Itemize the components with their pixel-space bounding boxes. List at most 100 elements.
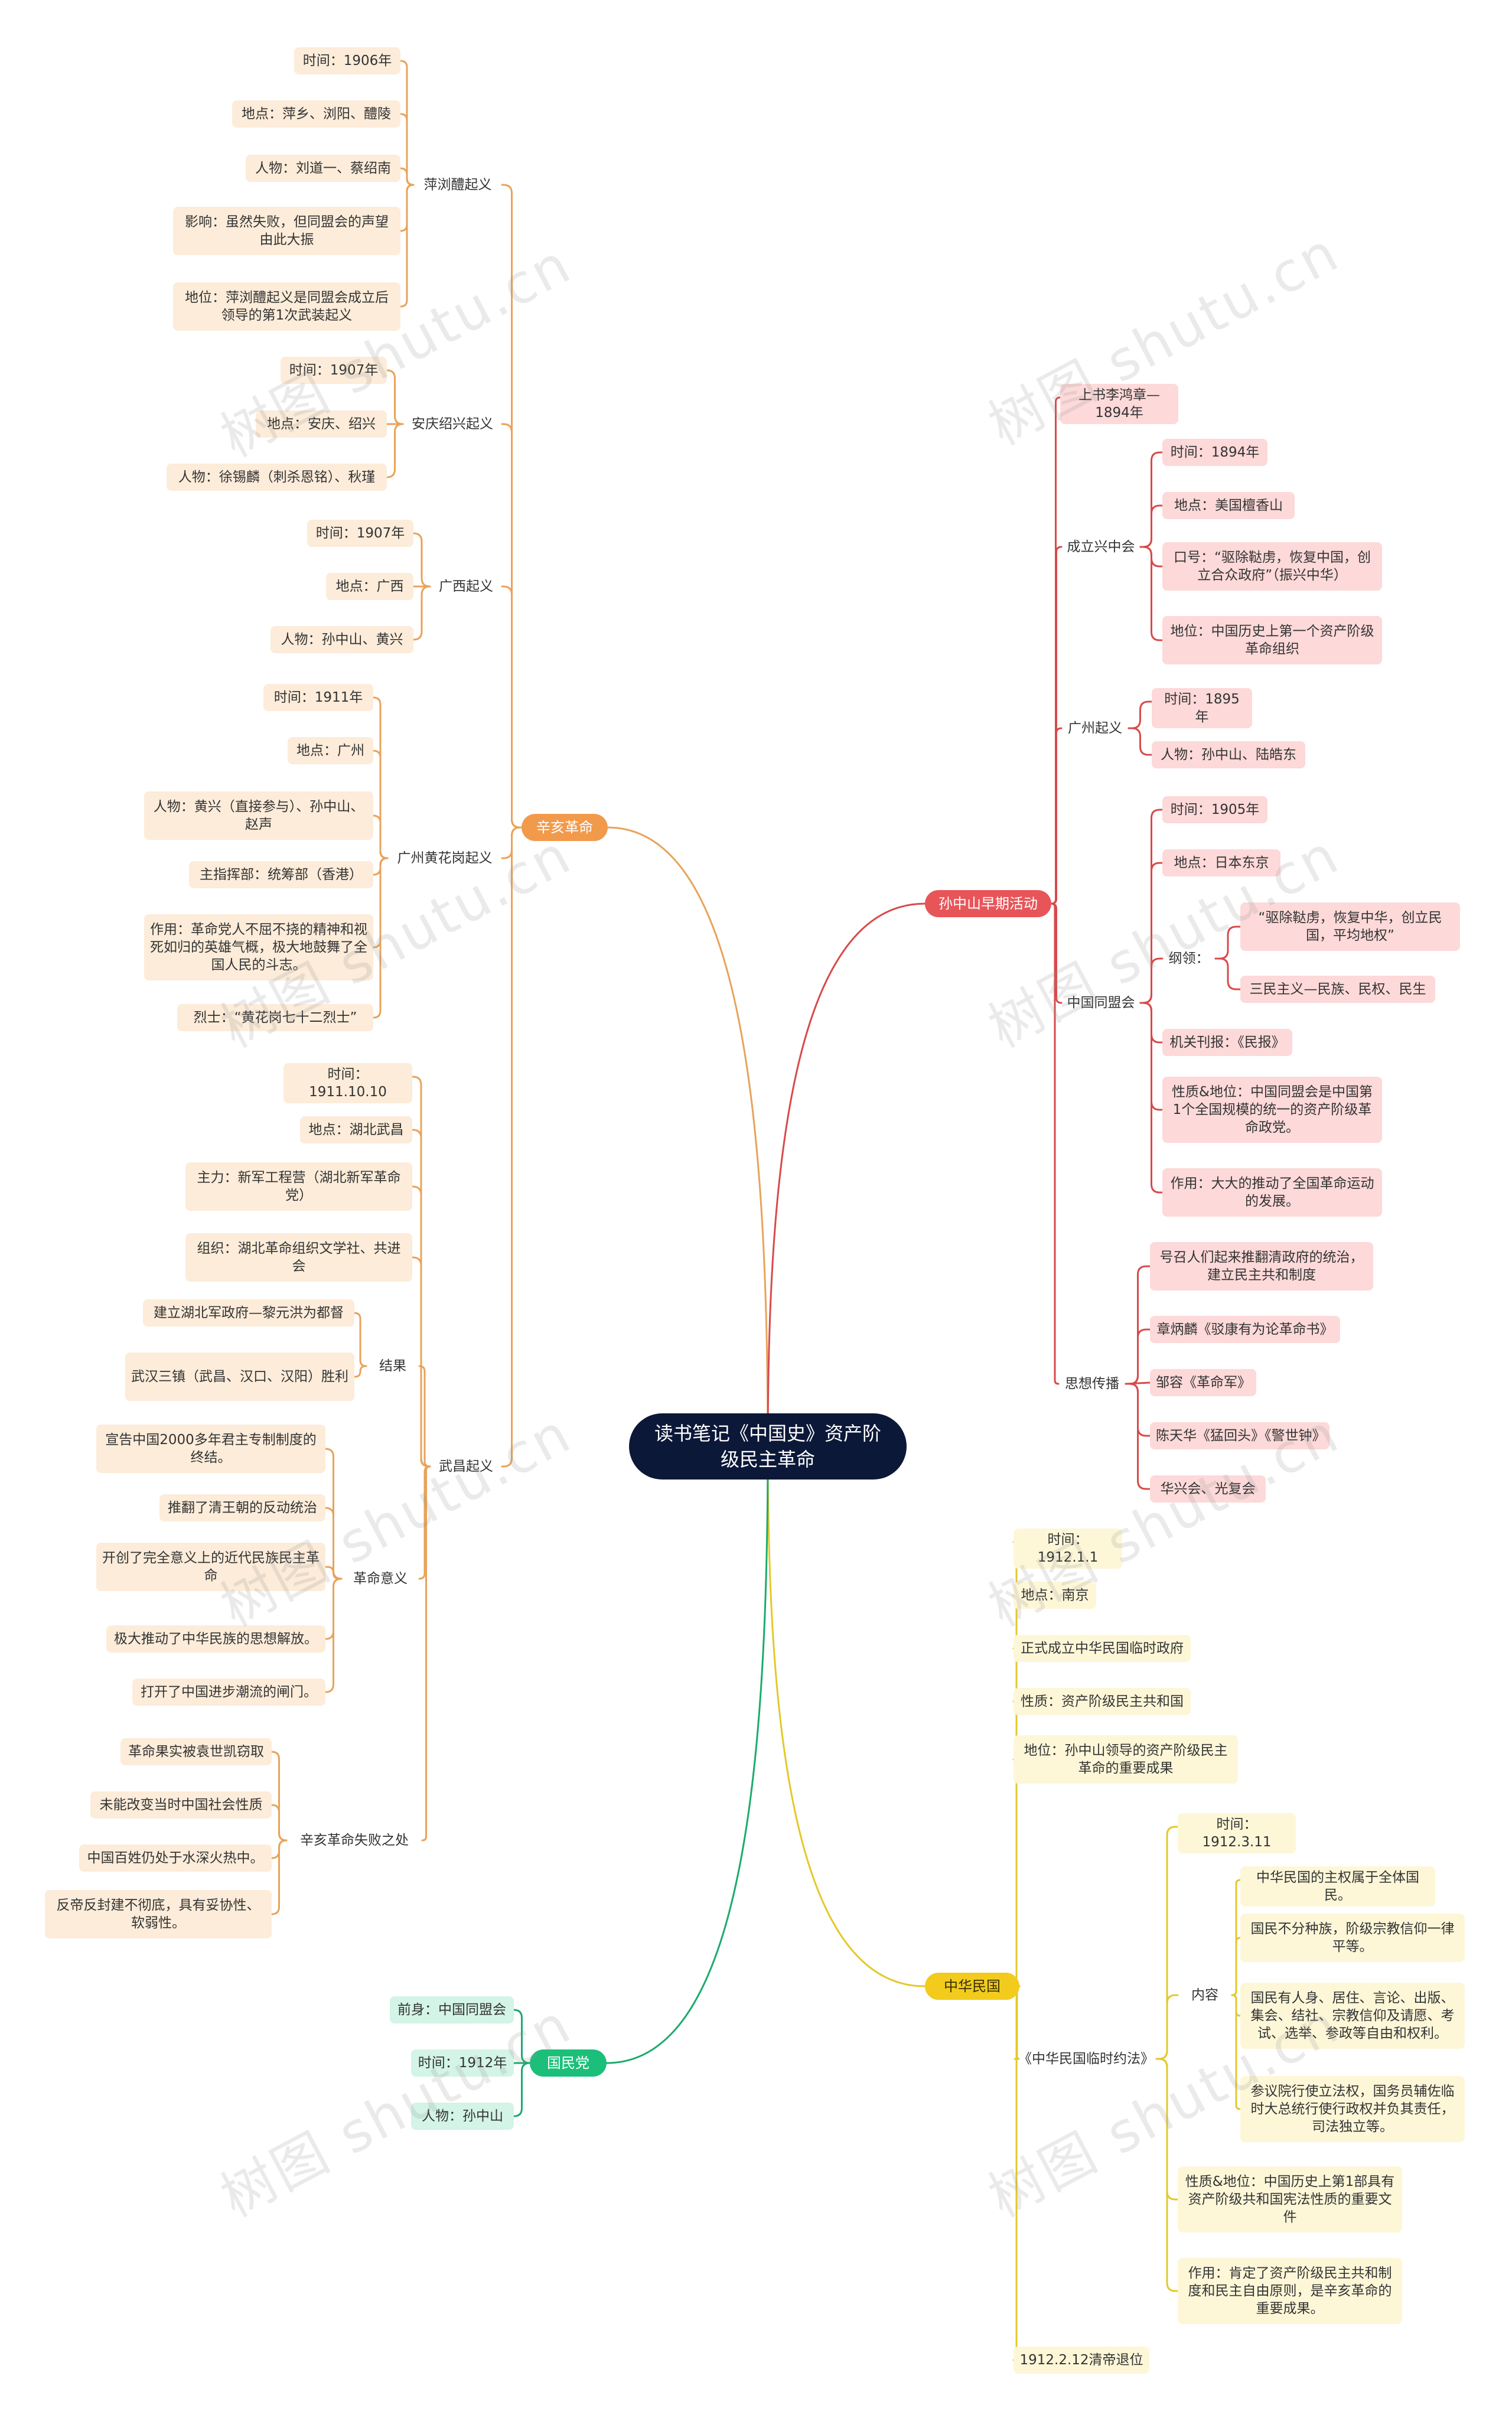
node-b0-4-5-2[interactable]: 开创了完全意义上的近代民族民主革命 (96, 1543, 325, 1591)
node-b1-2-0[interactable]: 时间：1895年 (1152, 688, 1252, 728)
connector-line (411, 1129, 431, 1468)
node-b0-4-1[interactable]: 地点：湖北武昌 (300, 1116, 412, 1143)
node-b1-3-3[interactable]: 机关刊报：《民报》 (1162, 1029, 1292, 1056)
connector-line (1139, 1002, 1164, 1111)
node-b0-2[interactable]: 广西起义 (439, 579, 493, 594)
connector-line (1231, 1879, 1241, 1996)
node-b0-1[interactable]: 安庆绍兴起义 (412, 416, 493, 432)
node-b2-3[interactable]: 性质：资产阶级民主共和国 (1014, 1688, 1191, 1715)
node-b0-4-6-3[interactable]: 反帝反封建不彻底，具有妥协性、软弱性。 (45, 1890, 272, 1938)
node-b0-0-1[interactable]: 地点：萍乡、浏阳、醴陵 (232, 100, 400, 128)
branch-2[interactable]: 中华民国 (925, 1973, 1019, 2000)
node-b1-3[interactable]: 中国同盟会 (1067, 995, 1135, 1011)
node-b1-3-2[interactable]: 纲领： (1168, 951, 1210, 966)
connector-line (1125, 1383, 1151, 1437)
node-b1-2-1[interactable]: 人物：孙中山、陆皓东 (1152, 741, 1305, 768)
connector-line (271, 1839, 288, 1915)
node-b0-1-0[interactable]: 时间：1907年 (281, 357, 387, 384)
node-b1-4[interactable]: 思想传播 (1065, 1376, 1119, 1392)
root-topic[interactable]: 读书笔记《中国史》资产阶级民主革命 (629, 1413, 907, 1480)
node-b0-4-5-3[interactable]: 极大推动了中华民族的思想解放。 (106, 1625, 325, 1653)
connector-line (1125, 1381, 1151, 1385)
node-b1-1-0[interactable]: 时间：1894年 (1162, 439, 1267, 466)
node-b0-4-0[interactable]: 时间：1911.10.10 (284, 1063, 412, 1103)
node-b0-2-0[interactable]: 时间：1907年 (307, 520, 413, 547)
node-b0-3-1[interactable]: 地点：广州 (288, 737, 373, 764)
node-b1-3-2-1[interactable]: 三民主义—民族、民权、民生 (1240, 976, 1435, 1003)
node-b1-4-2[interactable]: 邹容《革命军》 (1150, 1369, 1256, 1396)
node-b0-4[interactable]: 武昌起义 (439, 1459, 493, 1474)
node-b0-0[interactable]: 萍浏醴起义 (423, 177, 492, 193)
node-b0-4-5[interactable]: 革命意义 (353, 1571, 408, 1586)
node-b0-2-2[interactable]: 人物：孙中山、黄兴 (271, 626, 413, 653)
node-b1-0[interactable]: 上书李鸿章—1894年 (1060, 384, 1178, 424)
node-b1-1-2[interactable]: 口号：“驱除鞑虏，恢复中国，创立合众政府”（振兴中华） (1162, 542, 1382, 591)
branch-0[interactable]: 辛亥革命 (522, 814, 608, 841)
branch-3[interactable]: 国民党 (530, 2049, 607, 2077)
node-b0-2-1[interactable]: 地点：广西 (326, 573, 413, 600)
node-b2-5-1-1[interactable]: 国民不分种族，阶级宗教信仰一律平等。 (1240, 1914, 1465, 1962)
connector-line (501, 826, 523, 859)
node-b0-3[interactable]: 广州黄花岗起义 (397, 850, 493, 866)
node-b0-4-3[interactable]: 组织：湖北革命组织文学社、共进会 (185, 1233, 412, 1282)
node-b1-3-5[interactable]: 作用：大大的推动了全国革命运动的发展。 (1162, 1168, 1382, 1217)
node-b1-4-1[interactable]: 章炳麟《驳康有为论革命书》 (1150, 1316, 1340, 1343)
node-b0-4-5-4[interactable]: 打开了中国进步潮流的闸门。 (132, 1679, 325, 1706)
node-b0-4-2[interactable]: 主力：新军工程营（湖北新军革命党） (185, 1162, 412, 1211)
node-b2-0[interactable]: 时间：1912.1.1 (1014, 1529, 1122, 1569)
node-b2-2[interactable]: 正式成立中华民国临时政府 (1014, 1635, 1191, 1662)
node-b1-3-0[interactable]: 时间：1905年 (1162, 796, 1267, 823)
node-b3-2[interactable]: 人物：孙中山 (411, 2103, 514, 2130)
connector-line (1231, 1994, 1241, 2017)
node-b1-3-4[interactable]: 性质&地位：中国同盟会是中国第1个全国规模的统一的资产阶级革命政党。 (1162, 1077, 1382, 1143)
node-b0-3-5[interactable]: 烈士：“黄花岗七十二烈士” (177, 1004, 373, 1031)
node-b0-3-4[interactable]: 作用：革命党人不屈不挠的精神和视死如归的英雄气概，极大地鼓舞了全国人民的斗志。 (144, 914, 373, 980)
branch-1[interactable]: 孙中山早期活动 (925, 890, 1051, 917)
node-b3-1[interactable]: 时间：1912年 (411, 2049, 514, 2077)
connector-line (418, 1465, 431, 1580)
node-b1-3-1[interactable]: 地点：日本东京 (1162, 849, 1280, 876)
node-b0-0-3[interactable]: 影响：虽然失败，但同盟会的声望由此大振 (173, 207, 400, 255)
node-b2-1[interactable]: 地点：南京 (1014, 1582, 1096, 1609)
node-b0-3-2[interactable]: 人物：黄兴（直接参与）、孙中山、赵声 (144, 791, 373, 840)
node-b1-1-3[interactable]: 地位：中国历史上第一个资产阶级革命组织 (1162, 616, 1382, 664)
node-b1-3-2-0[interactable]: “驱除鞑虏，恢复中华，创立民国，平均地权” (1240, 902, 1460, 951)
node-b1-1[interactable]: 成立兴中会 (1067, 539, 1135, 555)
node-b0-3-0[interactable]: 时间：1911年 (263, 684, 373, 711)
node-b0-0-4[interactable]: 地位：萍浏醴起义是同盟会成立后领导的第1次武装起义 (173, 282, 400, 331)
node-b0-4-6-2[interactable]: 中国百姓仍处于水深火热中。 (79, 1845, 272, 1872)
node-b0-4-5-0[interactable]: 宣告中国2000多年君主专制制度的终结。 (96, 1425, 325, 1473)
node-b1-4-3[interactable]: 陈天华《猛回头》《警世钟》 (1150, 1422, 1329, 1449)
node-b2-5[interactable]: 《中华民国临时约法》 (1018, 2051, 1154, 2067)
node-b0-4-4[interactable]: 结果 (379, 1358, 406, 1374)
node-b0-3-3[interactable]: 主指挥部：统筹部（香港） (189, 861, 373, 888)
connector-line (324, 1507, 343, 1580)
node-b2-5-1-0[interactable]: 中华民国的主权属于全体国民。 (1240, 1866, 1435, 1907)
node-b1-4-0[interactable]: 号召人们起来推翻清政府的统治，建立民主共和制度 (1150, 1242, 1373, 1291)
node-b2-5-3[interactable]: 作用：肯定了资产阶级民主共和制度和民主自由原则，是辛亥革命的重要成果。 (1178, 2258, 1402, 2324)
node-b0-1-1[interactable]: 地点：安庆、绍兴 (256, 410, 387, 438)
node-b2-4[interactable]: 地位：孙中山领导的资产阶级民主革命的重要成果 (1014, 1735, 1238, 1784)
node-b2-5-1-3[interactable]: 参议院行使立法权，国务员辅佐临时大总统行使行政权并负其责任，司法独立等。 (1240, 2076, 1465, 2142)
node-b0-4-6-1[interactable]: 未能改变当时中国社会性质 (90, 1791, 272, 1819)
node-b2-5-1[interactable]: 内容 (1191, 1987, 1218, 2003)
node-b1-1-1[interactable]: 地点：美国檀香山 (1162, 492, 1295, 519)
connector-line (1231, 1937, 1241, 1996)
node-b0-4-4-1[interactable]: 武汉三镇（武昌、汉口、汉阳）胜利 (125, 1353, 354, 1401)
node-b2-5-1-2[interactable]: 国民有人身、居住、言论、出版、集会、结社、宗教信仰及请愿、考试、选举、参政等自由… (1240, 1983, 1465, 2049)
node-b0-0-0[interactable]: 时间：1906年 (294, 47, 400, 74)
node-b0-4-6[interactable]: 辛亥革命失败之处 (300, 1833, 409, 1848)
connector-line (1214, 926, 1241, 960)
node-b2-5-2[interactable]: 性质&地位：中国历史上第1部具有资产阶级共和国宪法性质的重要文件 (1178, 2166, 1402, 2233)
node-b1-4-4[interactable]: 华兴会、光复会 (1150, 1475, 1266, 1503)
node-b1-2[interactable]: 广州起义 (1068, 721, 1122, 736)
node-b0-4-5-1[interactable]: 推翻了清王朝的反动统治 (159, 1494, 325, 1521)
node-b0-4-6-0[interactable]: 革命果实被袁世凯窃取 (120, 1738, 272, 1765)
node-b0-4-4-0[interactable]: 建立湖北军政府—黎元洪为都督 (143, 1299, 354, 1327)
node-b2-6[interactable]: 1912.2.12清帝退位 (1014, 2347, 1149, 2374)
connector-line (1139, 451, 1164, 548)
node-b0-0-2[interactable]: 人物：刘道一、蔡绍南 (246, 155, 400, 182)
node-b2-5-0[interactable]: 时间：1912.3.11 (1178, 1813, 1296, 1853)
node-b3-0[interactable]: 前身：中国同盟会 (390, 1996, 514, 2023)
node-b0-1-2[interactable]: 人物：徐锡麟（刺杀恩铭）、秋瑾 (167, 464, 387, 491)
